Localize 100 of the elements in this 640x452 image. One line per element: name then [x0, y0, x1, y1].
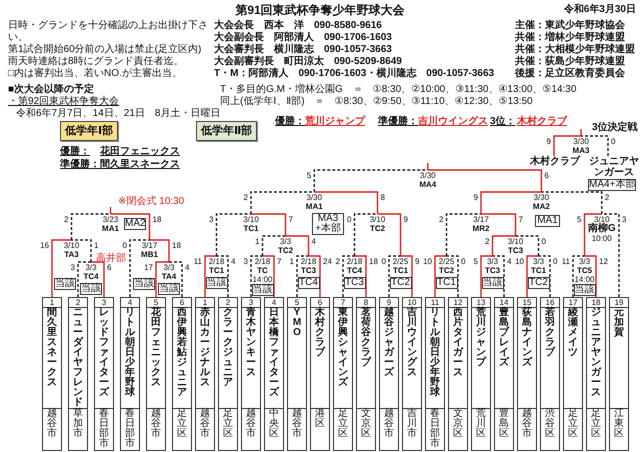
note-text: 雨天時連絡は8時にグランド責任者迄。 — [8, 56, 184, 68]
score-label: 2 — [334, 258, 341, 266]
match-venue: MA1 — [101, 224, 120, 233]
score-label: 6 — [106, 264, 112, 272]
team-name: 豊島ブレイズ — [499, 308, 509, 370]
score-label: 4 — [230, 258, 236, 266]
team-name: 青木ヤンキース — [246, 308, 256, 380]
organizer-text: 共催：荻島少年野球連盟 — [515, 56, 625, 67]
score-label: 3 — [621, 216, 628, 224]
umpire-duty-box: TC3 — [344, 277, 366, 289]
score-label: 8 — [380, 194, 386, 202]
bracket-line — [51, 239, 72, 297]
team-number: 11 — [426, 298, 444, 308]
team-city: 足立区 — [338, 409, 348, 439]
umpire-duty-box: 当該 — [206, 277, 228, 289]
team-name: 荻島ナインズ — [522, 308, 532, 370]
team-name: 花田フェニックス — [151, 308, 161, 390]
organizer-text: 主催：東武少年野球協会 — [515, 20, 625, 31]
score-label: 3 — [242, 258, 249, 266]
team-number: 3 — [242, 298, 260, 308]
match-venue: TC3 — [484, 266, 502, 275]
score-label: 0 — [610, 138, 616, 146]
note-text: 第1試合開始60分前の入場は禁止(足立区内) — [8, 44, 202, 56]
winner-name: 荒川ジャンプ — [305, 116, 365, 128]
team-box — [517, 297, 537, 451]
bracket-line — [262, 235, 286, 256]
match-venue: TA3 — [63, 250, 80, 259]
team-city: 足立区 — [223, 409, 233, 439]
match-date: 3/10 — [368, 215, 386, 224]
score-label: 9 — [402, 216, 409, 224]
match-date: 2/18 — [346, 257, 364, 266]
score-label: 3 — [70, 264, 76, 272]
match-time: 14:00 — [252, 275, 274, 284]
match-venue: TC2 — [368, 224, 386, 233]
team-city: 草加市 — [73, 409, 83, 439]
team-name: ジュニアヤンガース — [591, 308, 601, 400]
team-number: 2 — [219, 298, 237, 308]
match-date: 3/3 — [578, 257, 592, 266]
match-date: 2/18 — [208, 257, 226, 266]
team-box — [120, 297, 140, 451]
match-venue: MR2 — [472, 224, 490, 233]
score-label: 9 — [414, 258, 420, 266]
bracket-line — [72, 239, 92, 262]
score-label: 0 — [346, 216, 352, 224]
match-venue: TC3 — [300, 266, 318, 275]
match-date: 3/23 — [102, 215, 120, 224]
team-number: 1 — [196, 298, 214, 308]
score-label: 1 — [254, 238, 260, 246]
team-box — [494, 297, 514, 451]
score-label: 0 — [540, 238, 547, 246]
bracket-line — [400, 255, 413, 297]
score-label: 18 — [152, 216, 162, 224]
match-date: 3/30 — [419, 171, 437, 180]
bracket-line — [526, 255, 538, 297]
team-name: ニューダイヤフレンド — [73, 308, 83, 408]
score-label: 5 — [306, 172, 312, 180]
bracket-line — [169, 261, 183, 297]
team-box — [264, 297, 284, 451]
score-label: 5 — [576, 216, 582, 224]
score-label: 4 — [310, 238, 317, 246]
team-city: 文京区 — [453, 409, 463, 439]
match-venue: TC5 — [576, 266, 594, 275]
team-number: 18 — [587, 298, 605, 308]
bracket-line — [286, 235, 310, 256]
winner-name: 間久里スネークス — [100, 159, 180, 171]
team-number: 16 — [541, 298, 559, 308]
bracket-line — [70, 213, 110, 240]
team-box — [563, 297, 583, 451]
team-name: 間久里スネークス — [47, 308, 57, 390]
organizer-text: 共催：増林少年野球連盟 — [515, 32, 625, 44]
winner-name: 木村クラブ — [517, 116, 567, 128]
score-label: 0 — [552, 258, 558, 266]
team-box — [609, 297, 629, 451]
score-label: 10 — [514, 258, 525, 266]
bracket-line — [492, 235, 516, 256]
award-label: 準優勝： — [378, 116, 418, 128]
bracket-line — [110, 213, 150, 240]
match-venue: MA3 — [572, 146, 590, 155]
score-label: 4 — [506, 258, 512, 266]
team-name: 越谷ジャガーズ — [384, 308, 394, 380]
official-text: 大会会長 西本 洋 090-8580-9616 — [214, 20, 382, 32]
bracket-line — [91, 261, 105, 297]
match-date: 3/30 — [305, 193, 324, 202]
schedule-text: T・多目的G.M・増林公園G ＝ ①8:30、②10:00、③11:30、④13:00、⑤14:30 — [220, 84, 576, 96]
team-city: 越谷市 — [292, 409, 302, 439]
division-label-box: 低学年Ⅱ部 — [196, 121, 258, 141]
umpire-duty-box: 当該 — [133, 278, 155, 290]
match-date: 3/3 — [486, 257, 500, 266]
bracket-line — [428, 169, 542, 192]
team-box — [241, 297, 261, 451]
team-number: 12 — [449, 298, 467, 308]
official-text: T・M：阿部清人 090-1706-1603・横川隆志 090-1057-3663 — [214, 68, 494, 80]
team-name: YMO — [292, 308, 302, 340]
match-date: 3/10 — [62, 241, 80, 250]
score-label: 6 — [543, 172, 550, 180]
bracket-line — [553, 135, 581, 156]
umpire-duty-box: TC1 — [436, 277, 458, 289]
match-date: 2/25 — [438, 257, 456, 266]
match-date: 3/10 — [506, 237, 524, 246]
bracket-line — [110, 207, 112, 214]
